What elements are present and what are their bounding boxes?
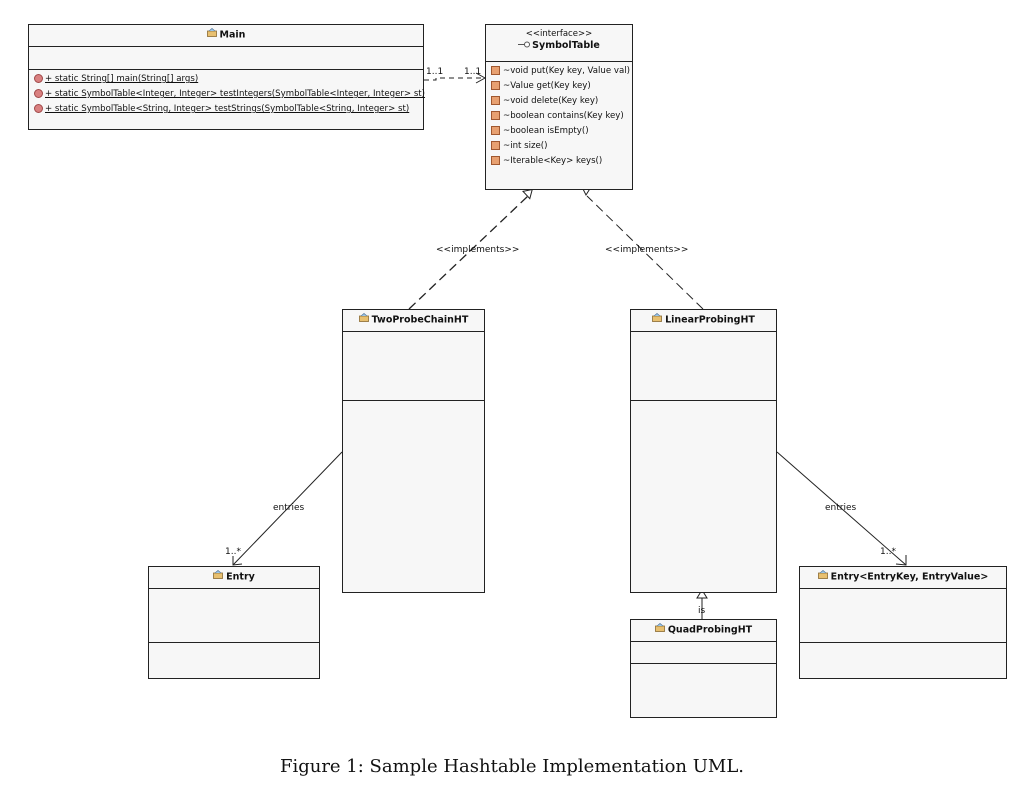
method-row: ~Iterable<Key> keys(): [491, 156, 602, 166]
multiplicity-left: 1..*: [225, 547, 241, 557]
class-icon: [358, 310, 369, 330]
abstract-method-icon: [491, 66, 500, 75]
method-signature: + static SymbolTable<Integer, Integer> t…: [45, 89, 426, 99]
class-header: QuadProbingHT: [631, 620, 776, 642]
figure-caption: Figure 1: Sample Hashtable Implementatio…: [279, 756, 745, 777]
class-name: SymbolTable: [532, 40, 600, 51]
class-icon: [817, 567, 828, 587]
class-twoprobechainht[interactable]: TwoProbeChainHT: [342, 309, 485, 593]
method-signature: + static String[] main(String[] args): [45, 74, 199, 84]
attributes-separator: [29, 69, 423, 70]
class-icon: [652, 310, 662, 330]
attributes-separator: [800, 642, 1006, 643]
method-signature: ~Iterable<Key> keys(): [503, 156, 603, 166]
method-signature: ~Value get(Key key): [503, 81, 591, 91]
class-name: Entry: [226, 571, 255, 583]
class-icon: [213, 567, 224, 587]
abstract-method-icon: [491, 141, 500, 150]
twoprobe-realization-triangle: [522, 188, 533, 200]
linearprobing-realization-edge: [586, 195, 704, 310]
generalization-triangle: [696, 589, 708, 599]
class-entry[interactable]: Entry: [148, 566, 320, 679]
association-label-left: entries: [273, 503, 305, 513]
attributes-separator: [631, 400, 776, 401]
generalization-label: is: [698, 606, 706, 616]
method-signature: ~boolean isEmpty(): [503, 126, 589, 136]
class-name: Entry<EntryKey, EntryValue>: [830, 571, 989, 583]
class-name: LinearProbingHT: [665, 314, 755, 326]
static-method-icon: [34, 89, 43, 98]
abstract-method-icon: [491, 81, 500, 90]
method-row: + static SymbolTable<String, Integer> te…: [34, 104, 409, 114]
method-row: ~void put(Key key, Value val): [491, 66, 630, 76]
class-name: QuadProbingHT: [667, 624, 753, 636]
interface-icon: [518, 40, 531, 51]
method-row: + static SymbolTable<Integer, Integer> t…: [34, 89, 425, 99]
class-entry-generic[interactable]: Entry<EntryKey, EntryValue>: [799, 566, 1007, 679]
abstract-method-icon: [491, 111, 500, 120]
multiplicity-right: 1..*: [880, 547, 896, 557]
main-symboltable-dependency: [424, 77, 484, 81]
class-main[interactable]: Main + static String[] main(String[] arg…: [28, 24, 425, 130]
class-header: Entry<EntryKey, EntryValue>: [800, 567, 1006, 589]
attributes-separator: [631, 663, 776, 664]
attributes-separator: [149, 642, 319, 643]
class-icon: [654, 620, 665, 640]
interface-symboltable[interactable]: <<interface>> SymbolTable ~void put(Key …: [485, 24, 633, 190]
class-header: LinearProbingHT: [631, 310, 776, 332]
class-header: <<interface>> SymbolTable: [486, 25, 632, 62]
method-signature: ~boolean contains(Key key): [503, 111, 624, 121]
class-quadprobinght[interactable]: QuadProbingHT: [630, 619, 777, 718]
method-row: ~void delete(Key key): [491, 96, 598, 106]
association-arrowhead-left: [232, 556, 243, 566]
method-row: ~Value get(Key key): [491, 81, 591, 91]
linearprobing-entry-association: [776, 451, 907, 566]
class-name: TwoProbeChainHT: [371, 314, 469, 326]
abstract-method-icon: [491, 156, 500, 165]
class-icon: [206, 25, 217, 45]
method-row: ~boolean isEmpty(): [491, 126, 589, 136]
interface-stereotype: <<interface>>: [525, 29, 593, 39]
multiplicity-target: 1..1: [464, 67, 482, 77]
static-method-icon: [34, 74, 43, 83]
implements-label-left: <<implements>>: [436, 245, 520, 255]
method-signature: + static SymbolTable<String, Integer> te…: [45, 104, 410, 114]
class-header: TwoProbeChainHT: [343, 310, 484, 332]
twoprobe-entry-association: [232, 451, 343, 566]
class-linearprobinght[interactable]: LinearProbingHT: [630, 309, 777, 593]
method-row: + static String[] main(String[] args): [34, 74, 198, 84]
method-signature: ~int size(): [503, 141, 548, 151]
abstract-method-icon: [491, 96, 500, 105]
association-arrowhead-right: [895, 555, 907, 566]
static-method-icon: [34, 104, 43, 113]
method-signature: ~void delete(Key key): [503, 96, 599, 106]
method-row: ~int size(): [491, 141, 548, 151]
class-name: Main: [219, 29, 246, 41]
abstract-method-icon: [491, 126, 500, 135]
method-row: ~boolean contains(Key key): [491, 111, 624, 121]
multiplicity-source: 1..1: [426, 67, 444, 77]
attributes-separator: [343, 400, 484, 401]
implements-label-right: <<implements>>: [605, 245, 689, 255]
class-header: Entry: [149, 567, 319, 589]
class-header: Main: [29, 25, 423, 47]
method-signature: ~void put(Key key, Value val): [503, 66, 630, 76]
association-label-right: entries: [825, 503, 857, 513]
